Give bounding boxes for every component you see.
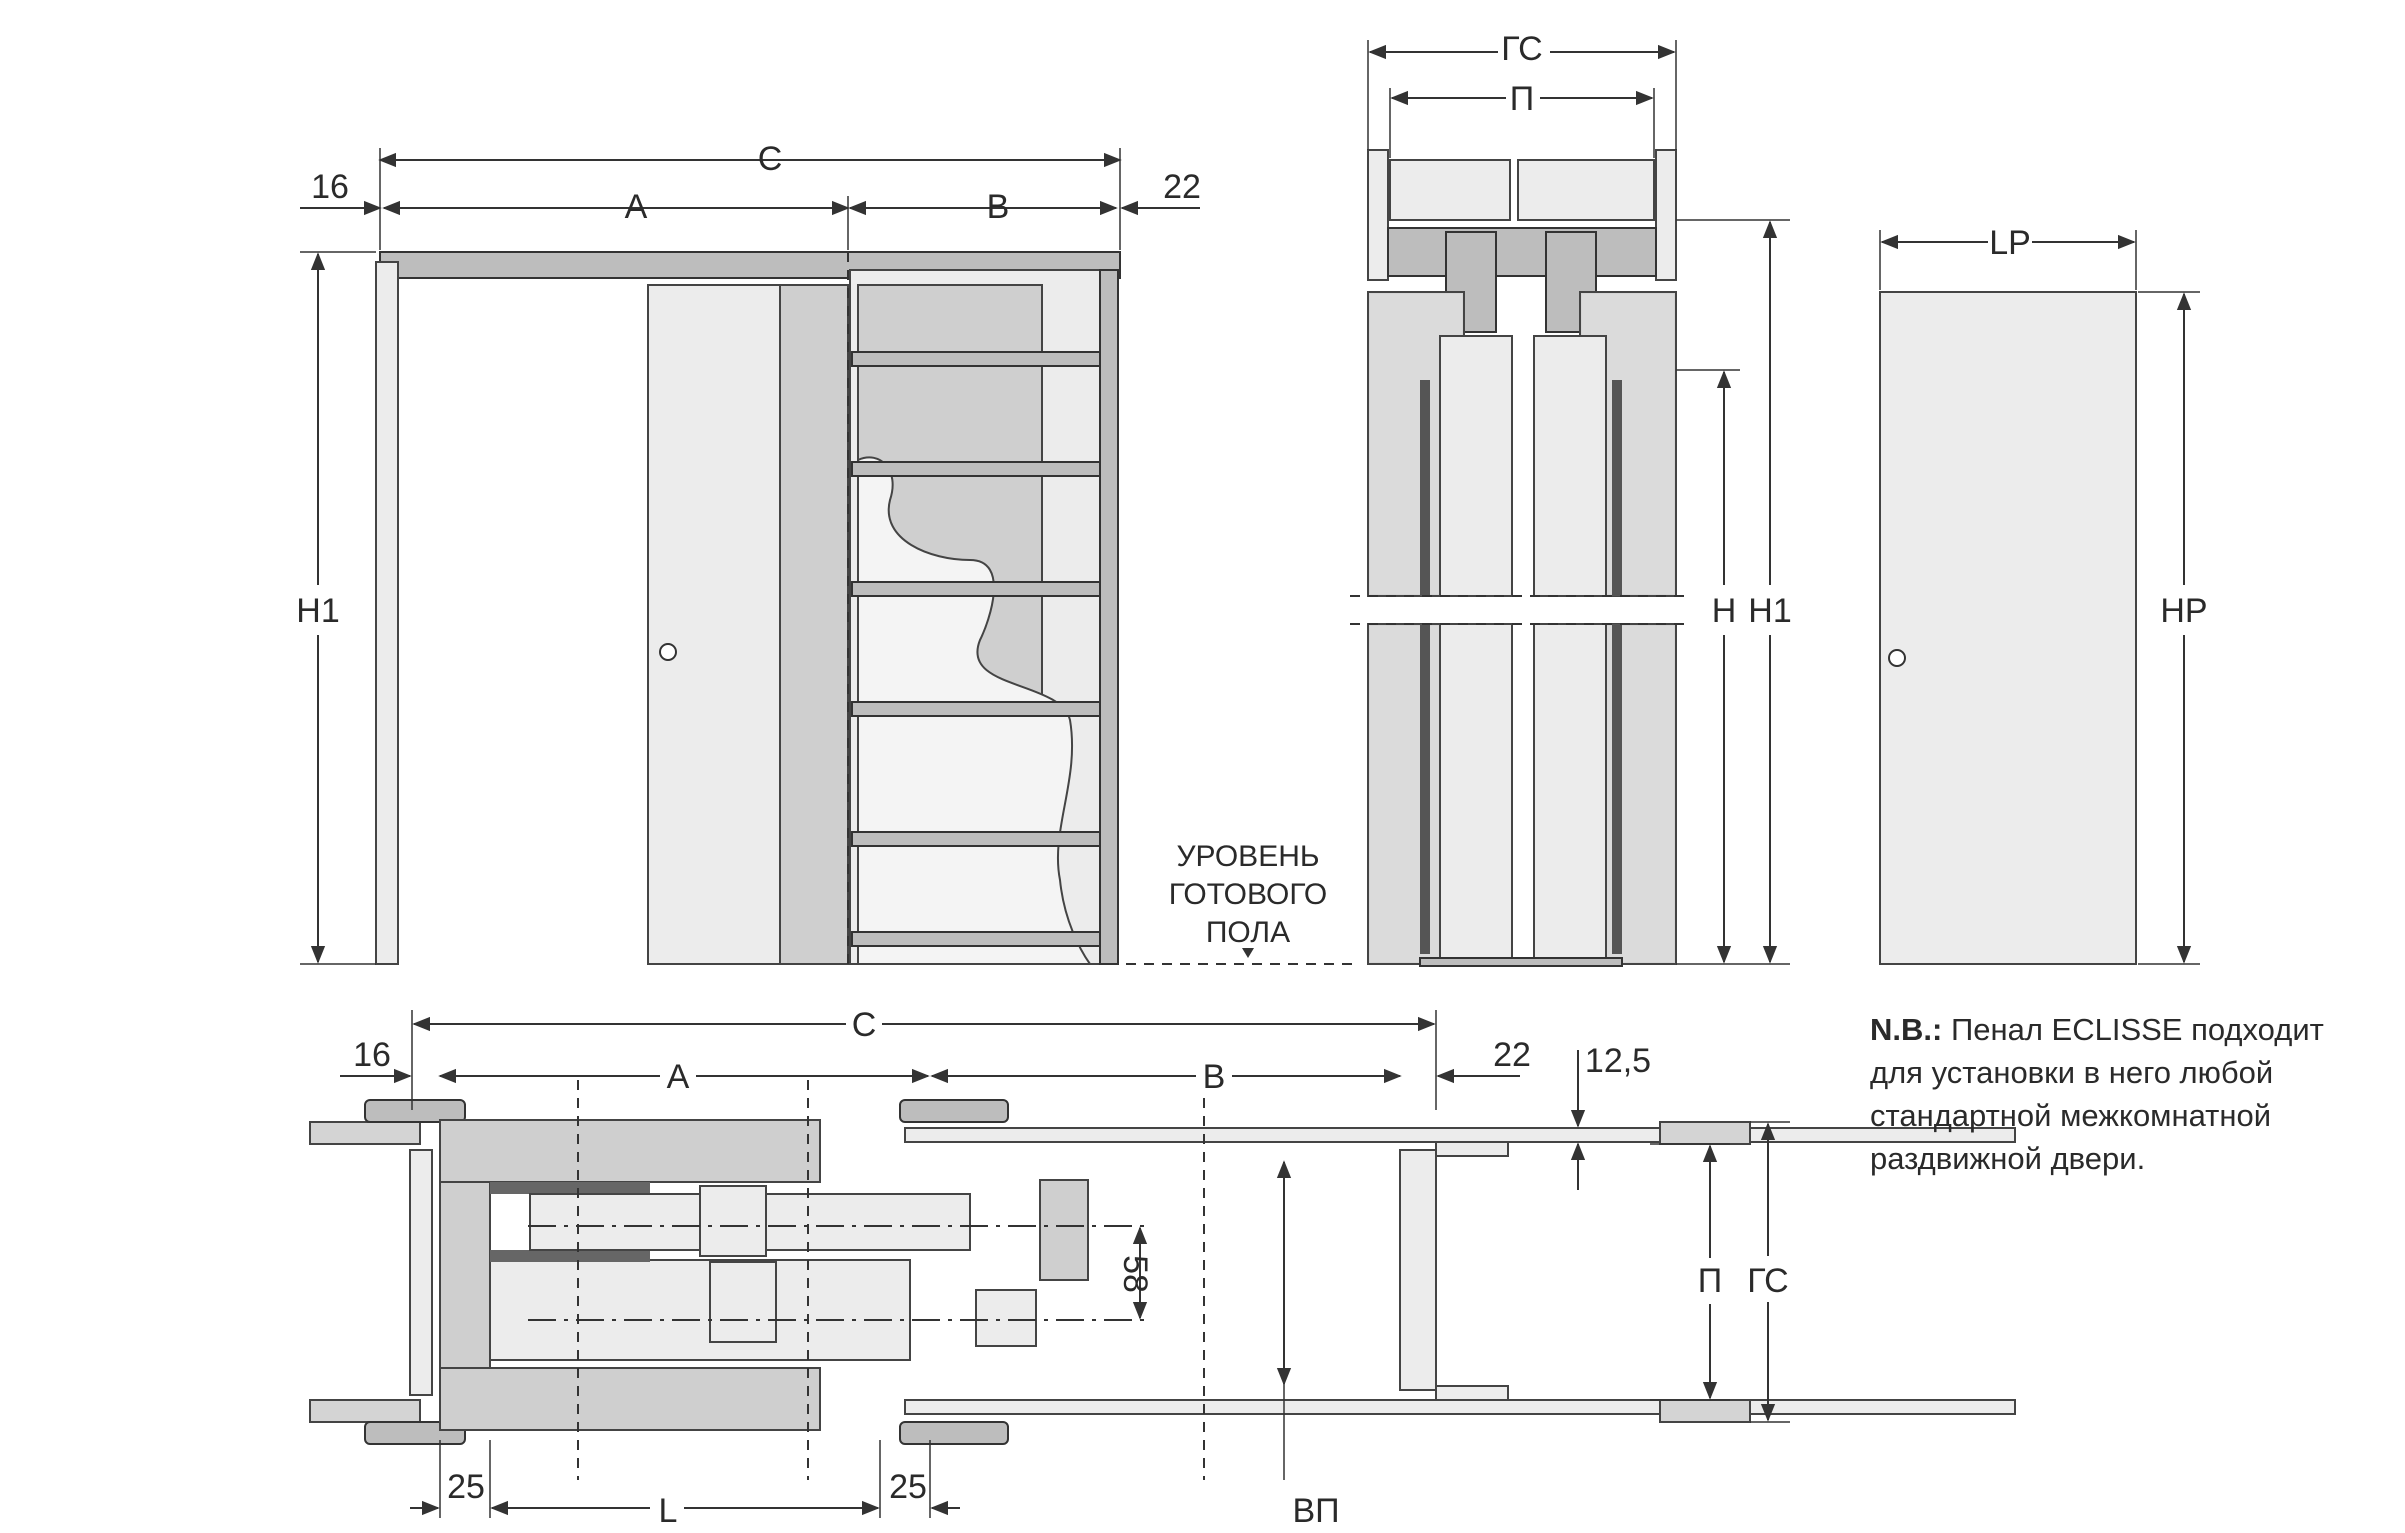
plan-rail-bottom: [904, 1399, 2016, 1415]
dim-h1-section-label: H1: [1748, 592, 1791, 630]
section-door-right-bottom: [1533, 623, 1607, 959]
section-top-box-left: [1389, 159, 1511, 221]
floor-label-line2: ГОТОВОГО: [1169, 878, 1327, 911]
dim-22-label: 22: [1163, 168, 1201, 206]
left-jamb: [375, 261, 399, 965]
liner-right-top: [1612, 380, 1622, 596]
plan-dim-12-5-label: 12,5: [1585, 1042, 1651, 1080]
plan-wall-top-right: [1659, 1121, 1751, 1145]
plan-right-cap-bottom: [1435, 1385, 1509, 1401]
dim-h1-label: H1: [296, 592, 339, 630]
dim-c-label: C: [758, 140, 783, 178]
front-view: C A B 16 22 H1 УРОВЕНЬ ГОТОВОГО ПОЛА: [296, 140, 1360, 965]
plan-dim-a-label: A: [667, 1058, 690, 1096]
liner-left-bottom: [1420, 624, 1430, 954]
section-top-left-post: [1367, 149, 1389, 281]
section-top-box-right: [1517, 159, 1655, 221]
plan-dim-vp-label: ВП: [1292, 1492, 1339, 1530]
dim-hp-label: HP: [2160, 592, 2207, 630]
plan-frame-left: [439, 1181, 491, 1369]
plan-bracket-right: [975, 1289, 1037, 1347]
plan-bracket-top: [699, 1185, 767, 1257]
plan-view: C A B 16 22 12,5 58 П ГС: [309, 1004, 2016, 1530]
plan-jamb: [409, 1149, 433, 1396]
plan-right-jamb: [1399, 1149, 1437, 1391]
note-text: N.B.: Пенал ECLISSE подходит для установ…: [1870, 1008, 2350, 1180]
section-door-left-top: [1439, 335, 1513, 597]
plan-cap-top-left: [364, 1099, 466, 1123]
plan-cap-bottom-mid: [899, 1421, 1009, 1445]
frame-slats: [851, 351, 1119, 947]
section-door-left-bottom: [1439, 623, 1513, 959]
plan-dim-25-left-label: 25: [447, 1468, 485, 1506]
plan-cap-top-mid: [899, 1099, 1009, 1123]
dim-h-label: H: [1712, 592, 1737, 630]
plan-dim-gs-label: ГС: [1747, 1262, 1788, 1300]
note-body: Пенал ECLISSE подходит для установки в н…: [1870, 1012, 2324, 1176]
section-view: ГС П H H1: [1350, 22, 1794, 967]
plan-dim-25-right-label: 25: [889, 1468, 927, 1506]
pocket-end-post: [1099, 269, 1119, 965]
plan-frame-top: [439, 1119, 821, 1183]
dim-lp-label: LP: [1989, 224, 2031, 262]
plan-dim-c-label: C: [852, 1006, 877, 1044]
floor-arrow-icon: [1242, 948, 1254, 958]
plan-door-lower: [489, 1259, 911, 1361]
dim-p-label: П: [1510, 80, 1534, 118]
plan-right-cap-top: [1435, 1141, 1509, 1157]
dim-gs-label: ГС: [1501, 30, 1542, 68]
note-bold: N.B.:: [1870, 1012, 1943, 1047]
floor-label-line3: ПОЛА: [1206, 916, 1290, 949]
section-track: [1387, 227, 1657, 277]
plan-dim-22-label: 22: [1493, 1036, 1531, 1074]
section-floor-guide: [1419, 957, 1623, 967]
plan-end-block: [1039, 1179, 1089, 1281]
plan-dim-l-label: L: [659, 1492, 678, 1530]
plan-dim-58-label: 58: [1116, 1255, 1154, 1293]
plan-rail-top: [904, 1127, 2016, 1143]
plan-wall-top-left: [309, 1121, 421, 1145]
door-handle-icon: [659, 643, 677, 661]
door-edge: [779, 284, 849, 965]
dim-b-label: B: [987, 188, 1010, 226]
section-top-right-post: [1655, 149, 1677, 281]
plan-wall-bottom-right: [1659, 1399, 1751, 1423]
floor-label-line1: УРОВЕНЬ: [1176, 840, 1319, 873]
dim-a-label: A: [625, 188, 648, 226]
door-leaf: [1879, 291, 2137, 965]
plan-bracket-mid: [709, 1261, 777, 1343]
liner-left-top: [1420, 380, 1430, 596]
dim-16-label: 16: [311, 168, 349, 206]
plan-dim-16-label: 16: [353, 1036, 391, 1074]
section-door-right-top: [1533, 335, 1607, 597]
door-view: LP HP: [1879, 220, 2208, 965]
liner-right-bottom: [1612, 624, 1622, 954]
plan-dim-b-label: B: [1203, 1058, 1226, 1096]
plan-wall-bottom-left: [309, 1399, 421, 1423]
door-leaf-handle-icon: [1888, 649, 1906, 667]
plan-dim-p-label: П: [1698, 1262, 1722, 1300]
plan-frame-bottom: [439, 1367, 821, 1431]
